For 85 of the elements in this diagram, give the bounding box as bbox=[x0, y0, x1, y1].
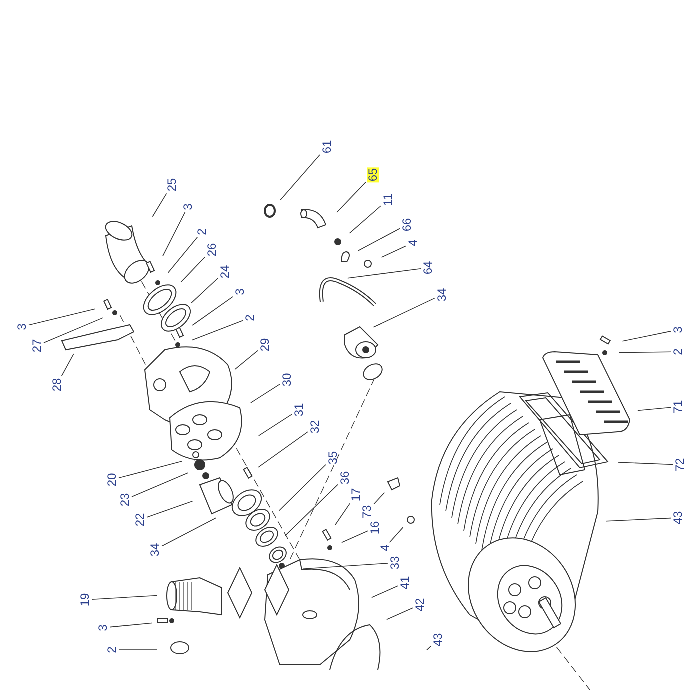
leader-line bbox=[191, 278, 218, 304]
callout-number: 36 bbox=[339, 470, 351, 486]
callout-number: 4 bbox=[379, 544, 391, 552]
highlighted-callout-number: 65 bbox=[367, 167, 379, 183]
leader-line bbox=[381, 246, 406, 258]
callout-number: 64 bbox=[422, 260, 434, 276]
callout-number: 17 bbox=[350, 487, 362, 503]
callout-number: 2 bbox=[106, 646, 118, 654]
leader-line bbox=[168, 236, 198, 274]
leader-line bbox=[28, 308, 96, 326]
callout-number: 3 bbox=[234, 288, 246, 296]
callout-number: 23 bbox=[119, 492, 131, 508]
leader-line bbox=[258, 432, 308, 468]
callout-number: 3 bbox=[16, 322, 28, 332]
leader-line bbox=[280, 154, 320, 201]
callout-number: 24 bbox=[219, 264, 231, 280]
callout-number: 34 bbox=[436, 287, 448, 303]
leader-line bbox=[389, 527, 404, 544]
callout-number: 22 bbox=[134, 512, 146, 528]
callout-number: 32 bbox=[309, 419, 321, 435]
callout-number: 41 bbox=[399, 575, 411, 591]
leader-line bbox=[622, 331, 672, 342]
callout-number: 20 bbox=[106, 472, 118, 488]
leader-line bbox=[162, 518, 217, 547]
callout-number: 42 bbox=[414, 597, 426, 613]
callout-number: 35 bbox=[327, 450, 339, 466]
leader-line bbox=[349, 206, 382, 234]
leader-line bbox=[146, 500, 194, 518]
callout-number: 2 bbox=[244, 314, 256, 322]
callout-number: 25 bbox=[166, 177, 178, 193]
callout-number: 31 bbox=[293, 402, 305, 418]
leader-line bbox=[44, 318, 104, 344]
leader-line bbox=[374, 492, 386, 505]
leader-line bbox=[284, 484, 338, 536]
leader-line bbox=[152, 193, 168, 218]
leader-line bbox=[334, 503, 350, 526]
callout-number: 3 bbox=[672, 326, 684, 334]
leader-line bbox=[336, 182, 366, 214]
callout-number: 19 bbox=[79, 592, 91, 608]
leader-line bbox=[258, 414, 292, 436]
callout-number: 30 bbox=[281, 372, 293, 388]
leader-line bbox=[371, 586, 398, 598]
leader-line bbox=[61, 354, 74, 377]
callout-number: 27 bbox=[31, 338, 43, 354]
callout-number: 43 bbox=[672, 510, 684, 526]
leader-line bbox=[192, 320, 244, 341]
callout-number: 3 bbox=[182, 202, 194, 212]
leader-line bbox=[132, 472, 188, 498]
leader-line bbox=[302, 563, 388, 570]
leader-line bbox=[278, 464, 326, 512]
callout-number: 28 bbox=[51, 377, 63, 393]
leader-line bbox=[250, 384, 280, 404]
leader-line bbox=[358, 228, 400, 252]
callout-number: 73 bbox=[361, 504, 373, 520]
leader-line bbox=[373, 298, 436, 328]
callout-number: 26 bbox=[206, 242, 218, 258]
callout-number: 33 bbox=[389, 555, 401, 571]
leader-line bbox=[606, 518, 672, 522]
leader-line bbox=[162, 212, 186, 257]
leader-line bbox=[110, 622, 152, 628]
leader-line bbox=[234, 350, 258, 370]
leader-line bbox=[341, 530, 368, 544]
leader-line bbox=[386, 608, 414, 620]
callout-number: 29 bbox=[259, 337, 271, 353]
callout-number: 43 bbox=[432, 632, 444, 648]
leader-line bbox=[618, 462, 674, 466]
callout-number: 72 bbox=[674, 457, 686, 473]
leader-line bbox=[426, 646, 432, 651]
callout-number: 4 bbox=[407, 238, 419, 248]
callout-number: 34 bbox=[149, 542, 161, 558]
callout-number: 2 bbox=[672, 348, 684, 356]
callout-number: 66 bbox=[401, 217, 413, 233]
callout-number: 71 bbox=[672, 399, 684, 415]
leader-line bbox=[192, 296, 234, 326]
leader-line bbox=[180, 256, 206, 283]
callout-number: 61 bbox=[321, 139, 333, 155]
leader-line bbox=[92, 595, 158, 600]
callout-number: 3 bbox=[97, 624, 109, 632]
leader-line bbox=[618, 352, 672, 354]
leader-line bbox=[348, 268, 422, 279]
callout-number: 16 bbox=[369, 520, 381, 536]
leader-line bbox=[118, 460, 183, 479]
leader-line bbox=[638, 407, 672, 412]
callout-number: 11 bbox=[382, 192, 394, 208]
callout-number: 2 bbox=[196, 228, 208, 236]
